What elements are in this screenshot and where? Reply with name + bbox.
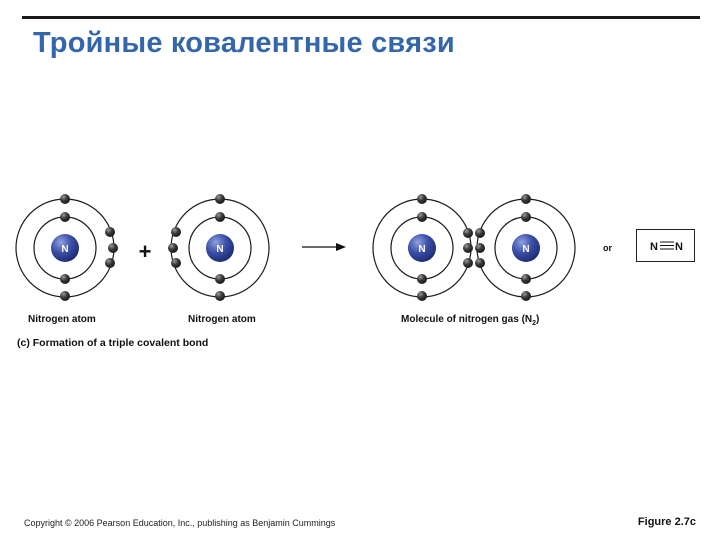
electron	[108, 243, 118, 253]
nucleus-symbol: N	[216, 244, 223, 255]
formula-atom-right: N	[675, 241, 683, 253]
reaction-arrow	[302, 243, 346, 251]
figure-caption: (c) Formation of a triple covalent bond	[17, 337, 209, 349]
nitrogen-molecule: N N	[372, 194, 576, 301]
molecule-label: Molecule of nitrogen gas (N2)	[401, 314, 539, 327]
formula-atom-left: N	[650, 241, 658, 253]
electron	[60, 194, 70, 204]
electron	[60, 291, 70, 301]
slide-title: Тройные ковалентные связи	[33, 27, 455, 59]
electron	[105, 258, 115, 268]
electron	[105, 227, 115, 237]
nitrogen-atom-left: N	[15, 194, 118, 301]
atom-label-right: Nitrogen atom	[188, 314, 256, 325]
nucleus	[512, 234, 540, 262]
molecule-label-text: Molecule of nitrogen gas (N	[401, 314, 533, 325]
shared-electron	[463, 228, 473, 238]
atom-label-left: Nitrogen atom	[28, 314, 96, 325]
shared-electron	[475, 228, 485, 238]
nucleus	[206, 234, 234, 262]
electron	[171, 227, 181, 237]
shared-electron	[475, 258, 485, 268]
plus-sign: +	[139, 239, 152, 264]
molecule-label-end: )	[536, 314, 540, 325]
shared-electron	[475, 243, 485, 253]
top-rule	[22, 16, 700, 19]
electron	[521, 291, 531, 301]
electron	[215, 212, 225, 222]
figure-reference: Figure 2.7c	[637, 516, 696, 528]
nucleus	[408, 234, 436, 262]
electron	[215, 291, 225, 301]
electron	[60, 212, 70, 222]
electron	[417, 291, 427, 301]
nucleus-symbol: N	[418, 244, 425, 255]
copyright-notice: Copyright © 2006 Pearson Education, Inc.…	[24, 518, 336, 528]
electron	[521, 212, 531, 222]
electron	[417, 194, 427, 204]
electron	[417, 274, 427, 284]
formula-box	[636, 229, 695, 262]
electron	[521, 274, 531, 284]
electron	[417, 212, 427, 222]
structural-formula: N N	[650, 241, 683, 253]
shared-electron	[463, 243, 473, 253]
nucleus-symbol: N	[522, 244, 529, 255]
electron	[215, 274, 225, 284]
electron	[521, 194, 531, 204]
nucleus	[51, 234, 79, 262]
electron	[215, 194, 225, 204]
nitrogen-atom-right: N	[168, 194, 270, 301]
electron	[171, 258, 181, 268]
electron	[60, 274, 70, 284]
nucleus-symbol: N	[61, 244, 68, 255]
electron	[168, 243, 178, 253]
or-label: or	[603, 243, 612, 253]
shared-electron	[463, 258, 473, 268]
molecule-label-subscript: 2	[532, 320, 537, 327]
